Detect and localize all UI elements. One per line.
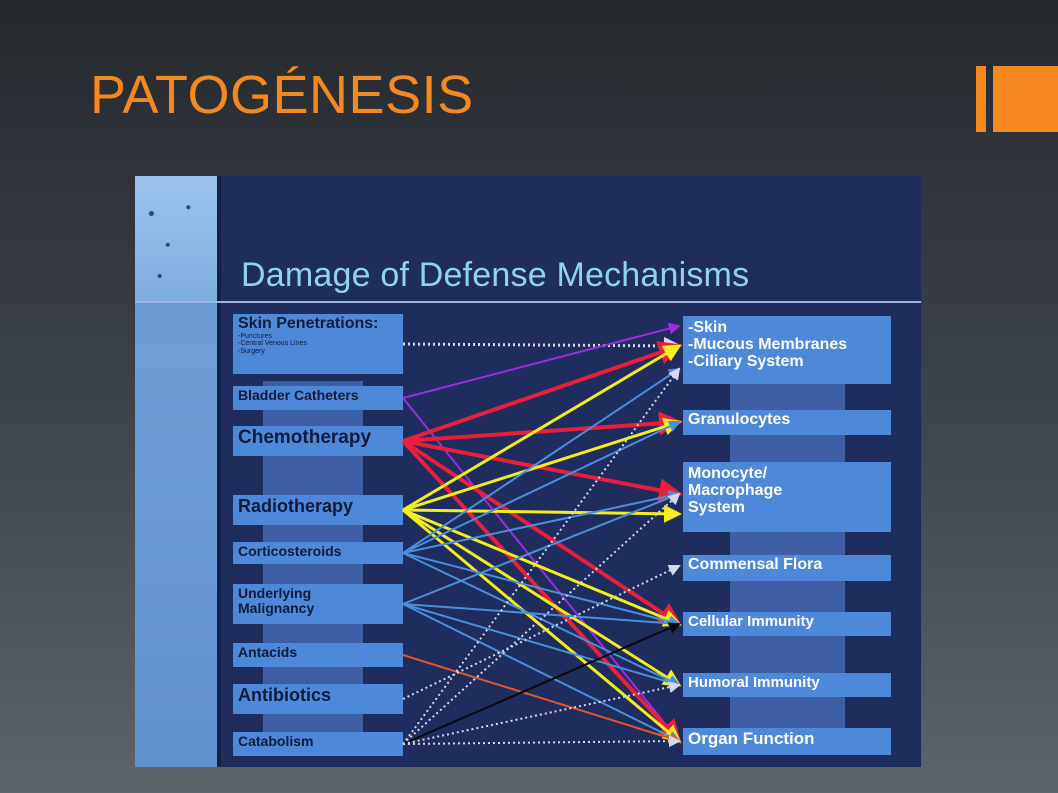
cause-underlying-malignancy: Underlying Malignancy [233, 584, 403, 624]
defense-humoral-immunity-label: Humoral Immunity [688, 674, 820, 691]
defense-skin: -Skin -Mucous Membranes -Ciliary System [683, 316, 891, 384]
arrow-bladder-to-skinTop [402, 322, 681, 399]
defense-cellular-immunity-label: Cellular Immunity [688, 613, 814, 630]
arrow-malig-to-hum [402, 603, 681, 688]
arrow-bladder-to-organ [402, 397, 681, 743]
decorative-square [993, 66, 1058, 132]
left-strip-texture [135, 176, 217, 301]
cause-antibiotics: Antibiotics [233, 684, 403, 714]
arrow-catab-to-hum [402, 681, 681, 745]
defense-macrophage-label: Macrophage [688, 481, 783, 499]
diagram-title: Damage of Defense Mechanisms [241, 256, 750, 294]
cause-radiotherapy: Radiotherapy [233, 495, 403, 525]
cause-underlying-label: Underlying [238, 585, 312, 601]
defense-organ-function-label: Organ Function [688, 729, 815, 748]
arrow-catab-to-organ [402, 735, 681, 748]
defense-ciliary-label: -Ciliary System [688, 352, 804, 370]
arrow-chemo-to-skin [402, 341, 683, 443]
defense-monocyte-label: Monocyte/ [688, 465, 768, 482]
cause-detail-punctures: -Punctures [238, 332, 272, 340]
arrow-chemo-to-organ [401, 439, 682, 744]
defense-cellular-immunity: Cellular Immunity [683, 612, 891, 636]
arrow-cortico-to-skinBot [402, 367, 681, 554]
arrow-skin-to-skin [402, 336, 682, 355]
arrow-chemo-to-gran [402, 411, 683, 443]
cause-chemotherapy-label: Chemotherapy [238, 427, 372, 448]
cause-catabolism: Catabolism [233, 732, 403, 756]
cause-bladder-catheters-label: Bladder Catheters [238, 387, 359, 403]
arrow-malig-to-organ [402, 603, 681, 742]
defense-monocyte: Monocyte/ Macrophage System [683, 462, 891, 532]
defense-commensal-flora: Commensal Flora [683, 555, 891, 581]
arrow-radio-to-gran [402, 417, 682, 512]
cause-antibiotics-label: Antibiotics [238, 685, 331, 705]
arrow-cortico-to-gran [402, 420, 681, 554]
cause-chemotherapy: Chemotherapy [233, 426, 403, 456]
defense-granulocytes-label: Granulocytes [688, 411, 791, 428]
arrow-radio-to-skin [402, 344, 682, 512]
cause-catabolism-label: Catabolism [238, 733, 314, 749]
diagram-figure: Damage of Defense Mechanisms Skin Penetr… [135, 176, 921, 767]
defense-mucous-label: -Mucous Membranes [688, 335, 848, 353]
title-rule [135, 301, 921, 303]
cause-corticosteroids: Corticosteroids [233, 542, 403, 564]
defense-commensal-flora-label: Commensal Flora [688, 556, 823, 573]
arrow-catab-to-mono [402, 492, 681, 745]
defense-skin-label: -Skin [688, 319, 728, 336]
cause-antacids: Antacids [233, 643, 403, 667]
cause-corticosteroids-label: Corticosteroids [238, 543, 342, 559]
cause-malignancy-label: Malignancy [238, 599, 315, 616]
arrow-layer [401, 322, 683, 748]
arrow-radio-to-cell [402, 508, 682, 627]
arrow-antacids-to-organ [402, 654, 681, 744]
arrow-malig-to-cell [402, 603, 681, 630]
arrow-cortico-to-mono [402, 490, 681, 554]
cause-detail-surgery: -Surgery [238, 348, 265, 356]
arrow-malig-to-mono [402, 492, 681, 605]
arrow-catab-to-cell [402, 622, 681, 745]
arrow-radio-to-hum [402, 508, 682, 687]
cause-antacids-label: Antacids [238, 644, 298, 660]
arrow-antib-to-flora [402, 564, 681, 700]
arrow-radio-to-organ [402, 508, 682, 743]
strip-edge [217, 176, 221, 767]
defense-granulocytes: Granulocytes [683, 410, 891, 435]
cause-bladder-catheters: Bladder Catheters [233, 386, 403, 410]
cause-radiotherapy-label: Radiotherapy [238, 496, 354, 516]
slide-title: PATOGÉNESIS [90, 65, 474, 125]
cause-skin-penetrations-label: Skin Penetrations: [238, 315, 379, 332]
defense-humoral-immunity: Humoral Immunity [683, 673, 891, 697]
cause-skin-penetrations: Skin Penetrations: -Punctures -Central V… [233, 314, 403, 374]
decorative-bar [976, 66, 986, 132]
cause-detail-central-venous-lines: -Central Venous Lines [238, 340, 307, 348]
arrow-cortico-to-cell [402, 552, 681, 628]
arrow-chemo-to-cell [401, 439, 683, 627]
defense-organ-function: Organ Function [683, 728, 891, 755]
defense-system-label: System [688, 498, 745, 516]
